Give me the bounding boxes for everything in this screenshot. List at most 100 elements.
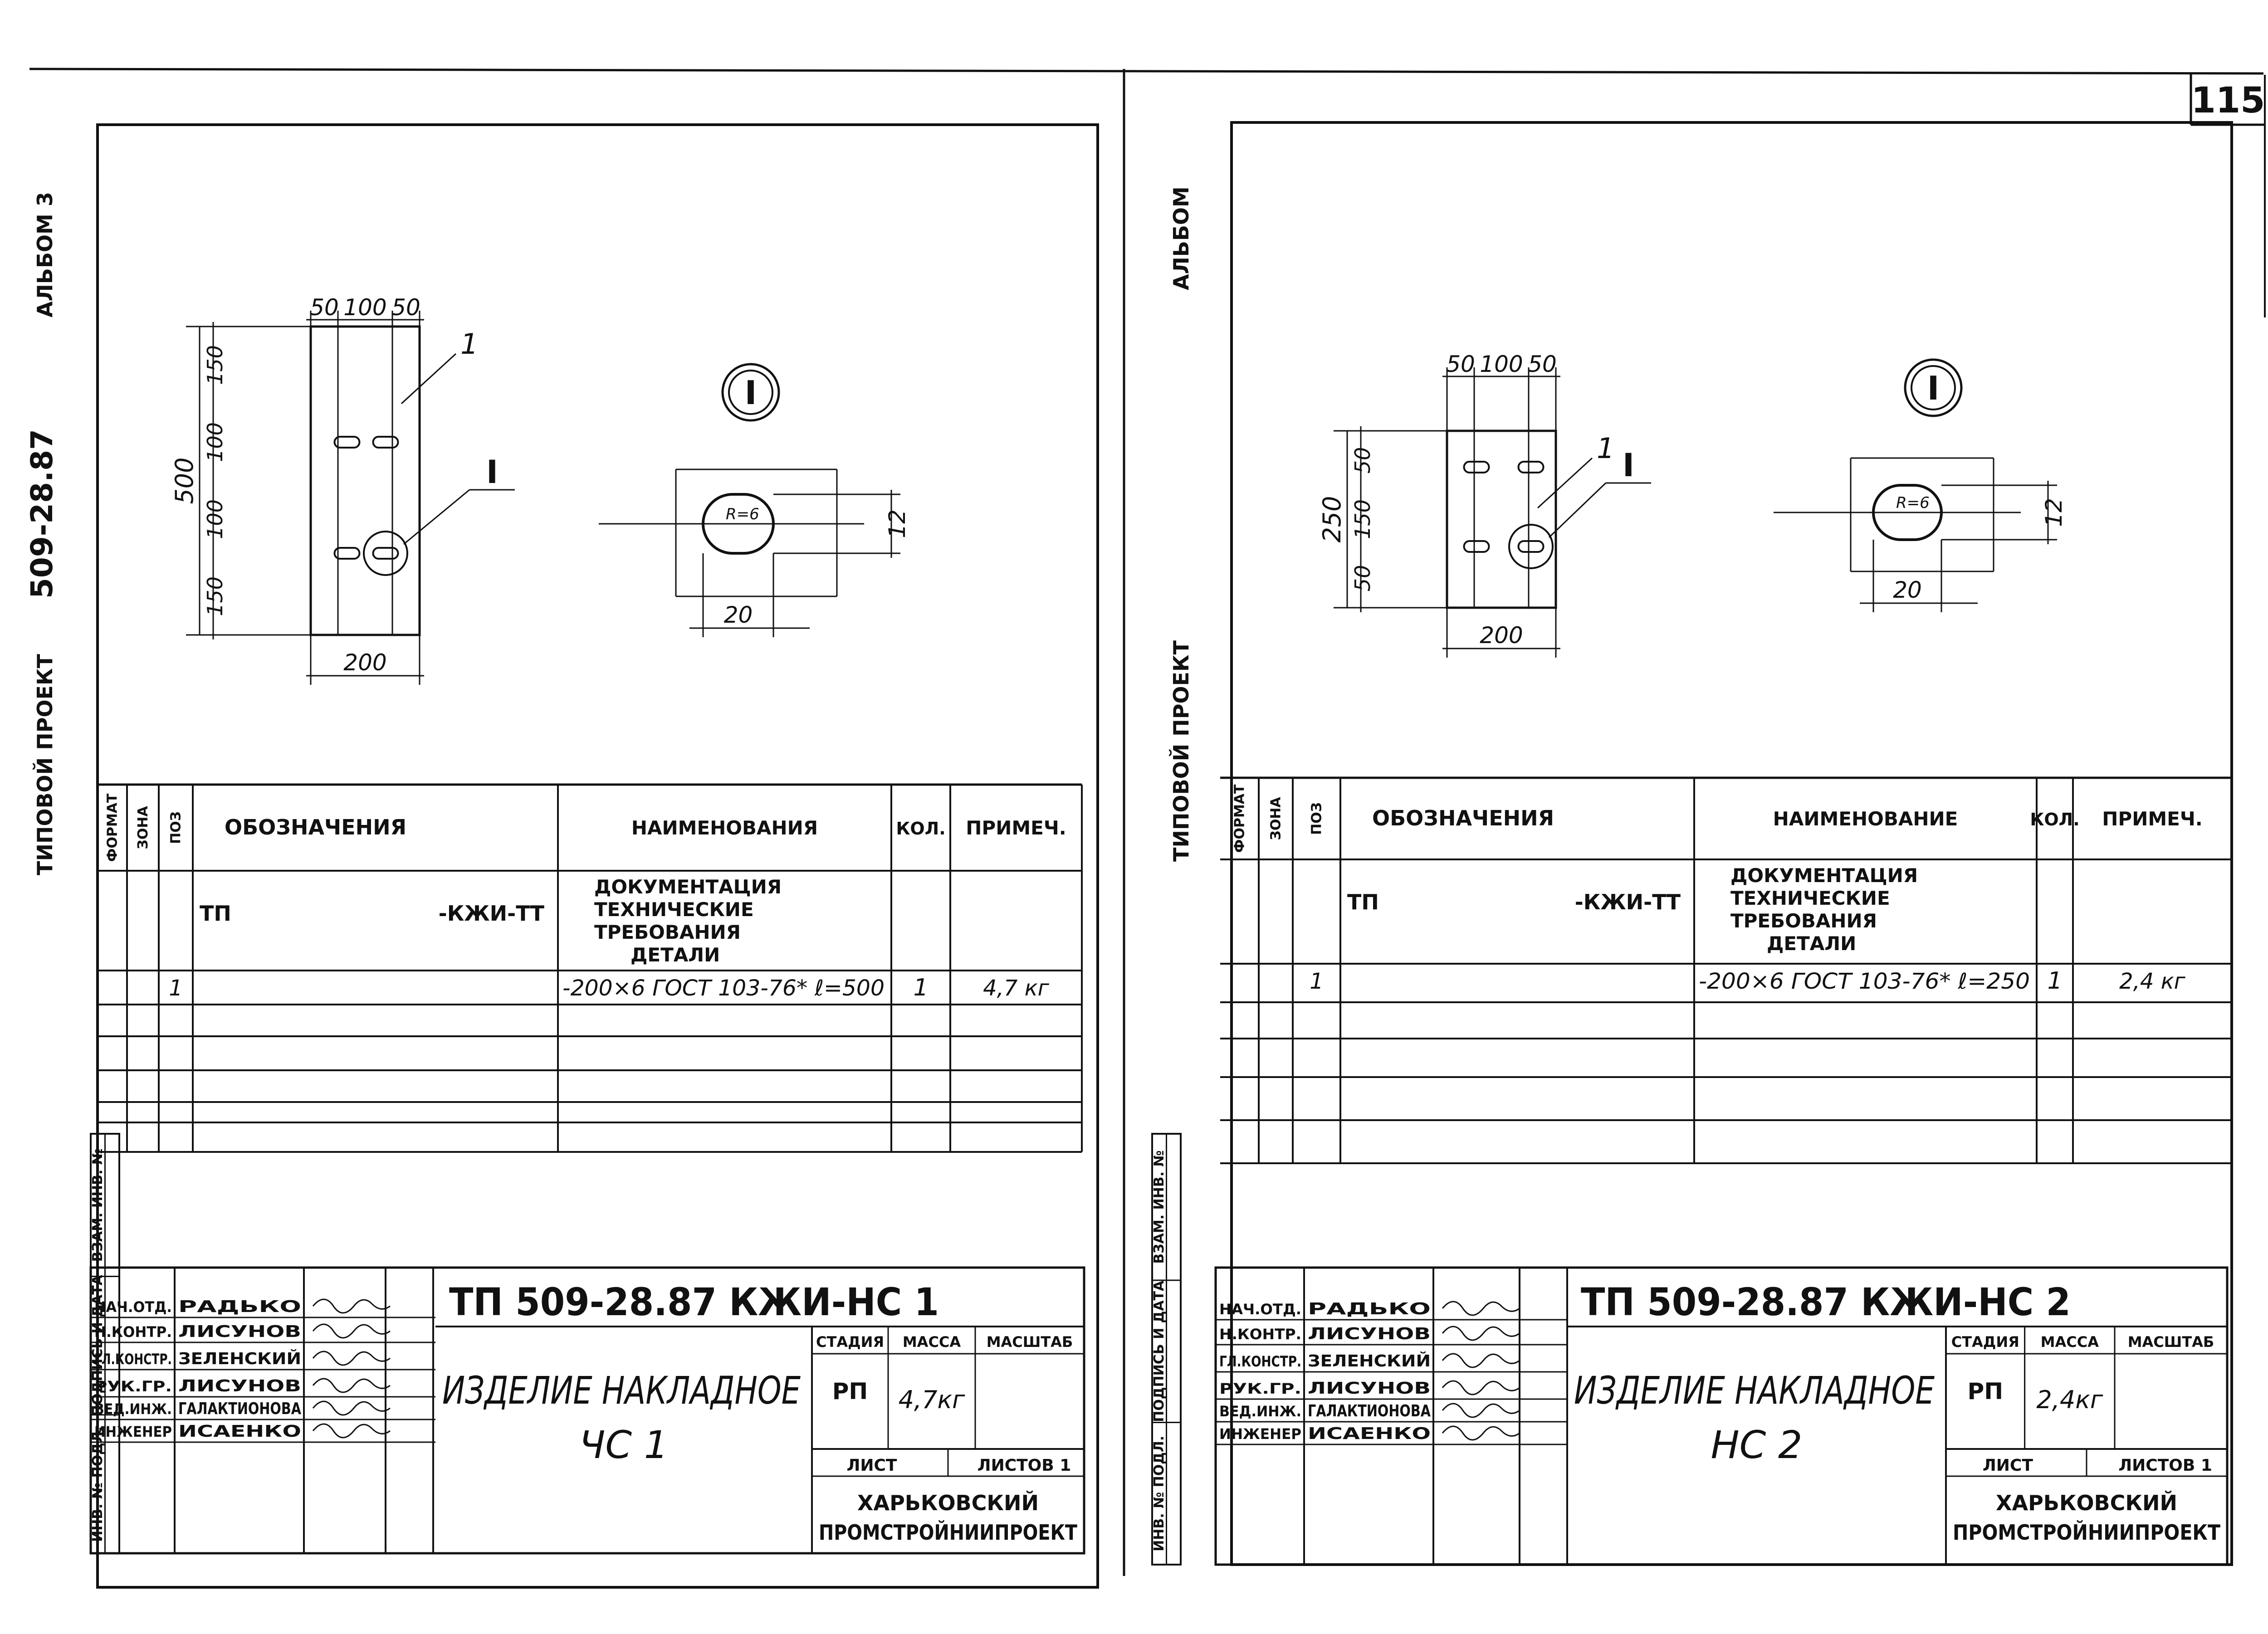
signature-scribble: [312, 1378, 391, 1393]
spec-doc-line: ДЕТАЛИ: [1767, 932, 1856, 955]
title-block-stage: РП: [832, 1378, 868, 1405]
detail-radius: R=6: [726, 505, 759, 523]
title-block-name: ЛИСУНОВ: [178, 1377, 301, 1395]
detail-marker-outer: [721, 363, 780, 422]
detail-callout-circle: [363, 531, 408, 576]
slot-hole: [372, 547, 399, 560]
title-block-sheets-count: ЛИСТОВ 1: [978, 1456, 1071, 1475]
signature-scribble: [1442, 1403, 1520, 1418]
dim-left-text: 150: [203, 345, 227, 385]
title-block-name: ЗЕЛЕНСКИЙ: [178, 1349, 301, 1368]
title-block-role: НАЧ.ОТД.: [94, 1298, 172, 1316]
detail-width: 20: [1893, 577, 1922, 603]
spec-header-pos: ПОЗ: [1309, 802, 1325, 835]
title-block-mass-header: МАССА: [903, 1333, 961, 1351]
signature-scribble: [312, 1298, 391, 1314]
spec-header-note: ПРИМЕЧ.: [966, 817, 1066, 839]
detail-marker-inner: [1911, 365, 1956, 410]
spec-doc-line: ТЕХНИЧЕСКИЕ: [594, 898, 754, 921]
title-block-name: ЛИСУНОВ: [1308, 1325, 1431, 1343]
title-block-role: ВЕД.ИНЖ.: [1219, 1403, 1301, 1420]
detail-marker-outer: [1904, 358, 1963, 417]
dim-left-text: 50: [1350, 565, 1375, 592]
page-number: 115: [2191, 80, 2265, 121]
position-leader: [401, 353, 457, 405]
dim-left-text: 150: [1350, 499, 1375, 539]
title-block-title: ИЗДЕЛИЕ НАКЛАДНОЕ: [442, 1368, 801, 1413]
title-block-frame: [1214, 1266, 2229, 1566]
title-block-name: ИСАЕНКО: [178, 1422, 301, 1441]
signature-scribble: [1442, 1425, 1520, 1441]
title-block-scale-header: МАСШТАБ: [2128, 1333, 2214, 1351]
slot-hole: [1463, 540, 1490, 553]
title-block-role: Н.КОНТР.: [94, 1323, 172, 1341]
signature-scribble: [312, 1400, 391, 1416]
spec-header-zone: ЗОНА: [1268, 797, 1284, 840]
signature-scribble: [312, 1351, 391, 1366]
spec-header-note: ПРИМЕЧ.: [2102, 808, 2202, 830]
plate-outline: [309, 325, 421, 636]
spec-doc-code-left: ТП: [1347, 890, 1379, 914]
dim-top-text: 50: [1528, 351, 1557, 377]
title-block-stage: РП: [1968, 1378, 2004, 1405]
dim-top-text: 50: [310, 294, 339, 321]
slot-hole: [1463, 461, 1490, 473]
spec-row-pos: 1: [169, 976, 183, 1001]
title-block-role: РУК.ГР.: [94, 1378, 172, 1395]
spec-doc-code-left: ТП: [200, 901, 231, 926]
spec-header-name: НАИМЕНОВАНИЯ: [631, 817, 818, 839]
title-block-title: ИЗДЕЛИЕ НАКЛАДНОЕ: [1574, 1368, 1935, 1413]
detail-callout-circle: [1508, 524, 1554, 569]
project-number: 509-28.87: [24, 429, 59, 599]
dim-top-text: 50: [1446, 351, 1475, 377]
title-block-name: ЛИСУНОВ: [1308, 1379, 1431, 1398]
dim-total-height: 250: [1318, 496, 1346, 542]
title-block-scale-header: МАСШТАБ: [987, 1333, 1073, 1351]
title-block-name: ГАЛАКТИОНОВА: [1308, 1402, 1431, 1420]
side-stamp-label: ИНВ. № ПОДЛ.: [90, 1426, 106, 1542]
side-stamp-label: ВЗАМ. ИНВ. №: [90, 1148, 106, 1262]
title-block-mass-header: МАССА: [2041, 1333, 2099, 1351]
page-number-box: 115: [2190, 73, 2266, 126]
dim-left-text: 100: [203, 499, 227, 539]
spec-doc-line: ДОКУМЕНТАЦИЯ: [1730, 864, 1918, 887]
signature-scribble: [1442, 1380, 1520, 1395]
title-block-stage-header: СТАДИЯ: [816, 1333, 884, 1351]
title-block-code: ТП 509-28.87 КЖИ-НС 2: [1581, 1280, 2071, 1324]
position-leader: [1537, 457, 1593, 509]
title-block-name: ИСАЕНКО: [1308, 1424, 1431, 1443]
slot-hole: [333, 547, 361, 560]
plate-outline: [1446, 429, 1557, 609]
position-label: 1: [1597, 432, 1614, 465]
spec-doc-line: ТЕХНИЧЕСКИЕ: [1730, 887, 1890, 909]
title-block-role: ВЕД.ИНЖ.: [94, 1400, 172, 1418]
detail-leader: [403, 489, 470, 545]
album-label: АЛЬБОМ: [1169, 186, 1193, 290]
dim-left-text: 100: [203, 422, 227, 462]
detail-marker-label: I: [745, 374, 757, 412]
title-block-name: РАДЬКО: [178, 1297, 301, 1316]
detail-callout-label: I: [1623, 447, 1634, 484]
detail-height: 12: [2041, 498, 2067, 527]
title-block-frame: [89, 1266, 1085, 1555]
detail-radius: R=6: [1896, 494, 1930, 512]
title-block-role: НАЧ.ОТД.: [1219, 1301, 1301, 1318]
signature-scribble: [1442, 1353, 1520, 1368]
title-block-role: ГЛ.КОНСТР.: [94, 1351, 172, 1368]
detail-callout-label: I: [486, 454, 498, 491]
signature-scribble: [1442, 1301, 1520, 1316]
side-stamp-label: ВЗАМ. ИНВ. №: [1151, 1150, 1167, 1263]
side-stamp-label: ПОДПИСЬ И ДАТА: [1151, 1280, 1167, 1422]
spec-header-format: ФОРМАТ: [105, 793, 121, 862]
signature-scribble: [312, 1323, 391, 1339]
title-block-sheet-header: ЛИСТ: [846, 1456, 897, 1475]
title-block-org-2: ПРОМСТРОЙНИИПРОЕКТ: [1953, 1520, 2221, 1545]
